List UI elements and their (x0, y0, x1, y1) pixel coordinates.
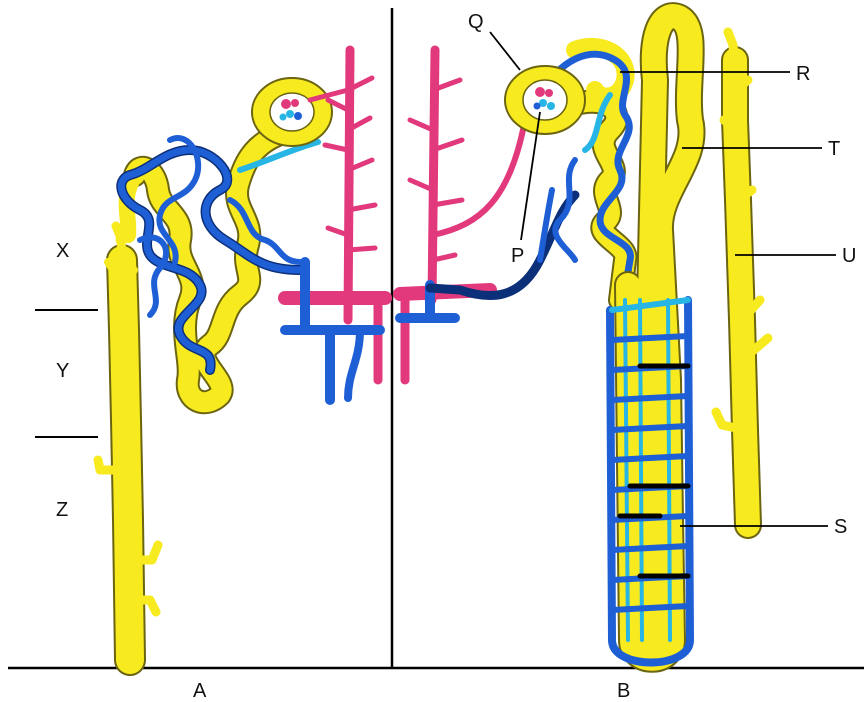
label-y: Y (56, 360, 69, 382)
label-x: X (56, 240, 69, 262)
label-r: R (796, 63, 810, 85)
panel-b (400, 16, 768, 662)
collecting-duct-b (716, 32, 768, 525)
label-a: A (193, 680, 207, 702)
label-z: Z (56, 499, 68, 521)
label-t: T (828, 138, 840, 160)
label-u: U (842, 245, 856, 267)
label-b: B (617, 680, 630, 702)
label-s: S (834, 516, 847, 538)
label-q: Q (468, 11, 484, 33)
panel-a (98, 50, 385, 660)
glomerulus-b (505, 66, 585, 134)
leader-q (490, 32, 520, 70)
label-p: P (511, 245, 524, 267)
vein-a (285, 262, 380, 400)
collecting-duct-a (98, 222, 158, 660)
glomerulus-a (252, 78, 332, 146)
